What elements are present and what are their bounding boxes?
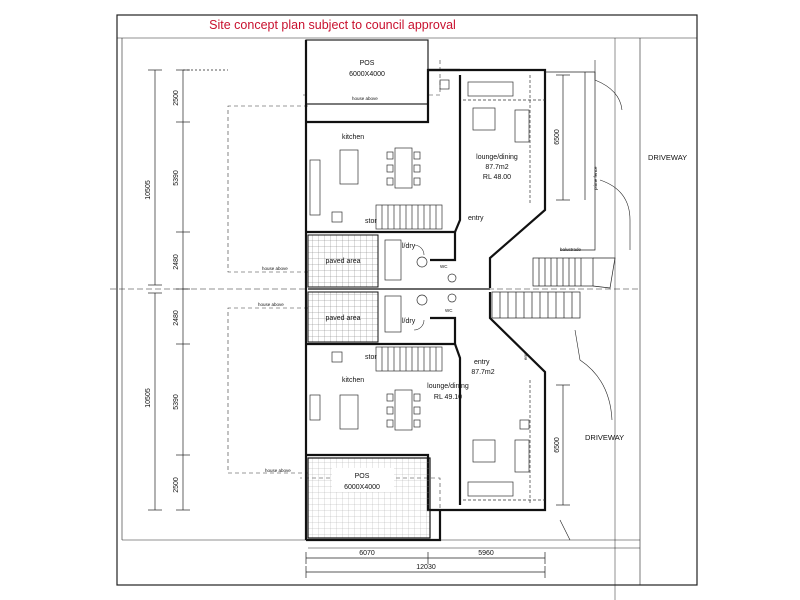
plan-title: Site concept plan subject to council app… [209, 18, 456, 32]
upper-unit-walls [304, 40, 547, 540]
dim-12030: 12030 [416, 564, 436, 571]
lounge-upper-area: 87.7m2 [485, 164, 508, 171]
ldry-upper-label: l/dry [402, 243, 416, 250]
right-dimensions [556, 74, 570, 506]
dim-left-total-lower: 10505 [145, 388, 152, 408]
upper-unit-interior [309, 75, 545, 230]
dim-5960: 5960 [478, 550, 494, 557]
dim-2500-upper: 2500 [173, 90, 180, 106]
dim-2480-upper: 2480 [173, 254, 180, 270]
dim-2500-lower: 2500 [173, 477, 180, 493]
driveway-upper-label: DRIVEWAY [648, 153, 687, 162]
pos-upper-label: POS [360, 60, 375, 67]
ens-note: ens [523, 352, 528, 360]
stor-upper-label: stor [365, 218, 377, 225]
ldry-lower-label: l/dry [402, 318, 416, 325]
left-dimensions [148, 69, 228, 511]
pos-upper-size: 6000X4000 [349, 71, 385, 78]
entry-lower-label: entry [474, 359, 490, 366]
lower-area: 87.7m2 [471, 369, 494, 376]
kitchen-lower-label: kitchen [342, 377, 364, 384]
house-above-note-4: house above [265, 468, 291, 473]
house-above-note-2: house above [262, 266, 288, 271]
pos-lower-label: POS [355, 473, 370, 480]
dim-left-total-upper: 10505 [145, 180, 152, 200]
rl-upper: RL 48.00 [483, 174, 511, 181]
house-above-note-1: house above [352, 96, 378, 101]
pos-lower-size: 6000X4000 [344, 484, 380, 491]
dim-6500-upper: 6500 [554, 129, 561, 145]
house-above-note-3: house above [258, 302, 284, 307]
bottom-dimensions [305, 552, 546, 578]
lower-unit-walls [306, 288, 547, 542]
dim-2480-lower: 2480 [173, 310, 180, 326]
external-stairs [491, 71, 616, 319]
lounge-lower-label: lounge/dining [427, 383, 469, 390]
paved-area-lower [307, 291, 457, 343]
kitchen-upper-label: kitchen [342, 134, 364, 141]
dim-6500-lower: 6500 [554, 437, 561, 453]
stor-lower-label: stor [365, 354, 377, 361]
wc-upper-label: WC [440, 264, 448, 269]
pos-lower [307, 457, 431, 539]
paved-upper-label: paved area [325, 258, 360, 265]
pos-upper [305, 39, 429, 105]
paved-lower-label: paved area [325, 315, 360, 322]
dim-6070: 6070 [359, 550, 375, 557]
rl-lower: RL 49.10 [434, 394, 462, 401]
lounge-upper-label: lounge/dining [476, 154, 518, 161]
driveway-lower-label: DRIVEWAY [585, 433, 624, 442]
balustrade-note: balustrade [560, 247, 582, 252]
entry-upper-label: entry [468, 215, 484, 222]
lower-unit-interior [309, 346, 545, 505]
prime-fence-note: prime fence [593, 166, 598, 190]
paved-area-upper [307, 234, 457, 288]
wc-lower-label: WC [445, 308, 453, 313]
dim-5390-lower: 5390 [173, 394, 180, 410]
dim-5390-upper: 5390 [173, 170, 180, 186]
